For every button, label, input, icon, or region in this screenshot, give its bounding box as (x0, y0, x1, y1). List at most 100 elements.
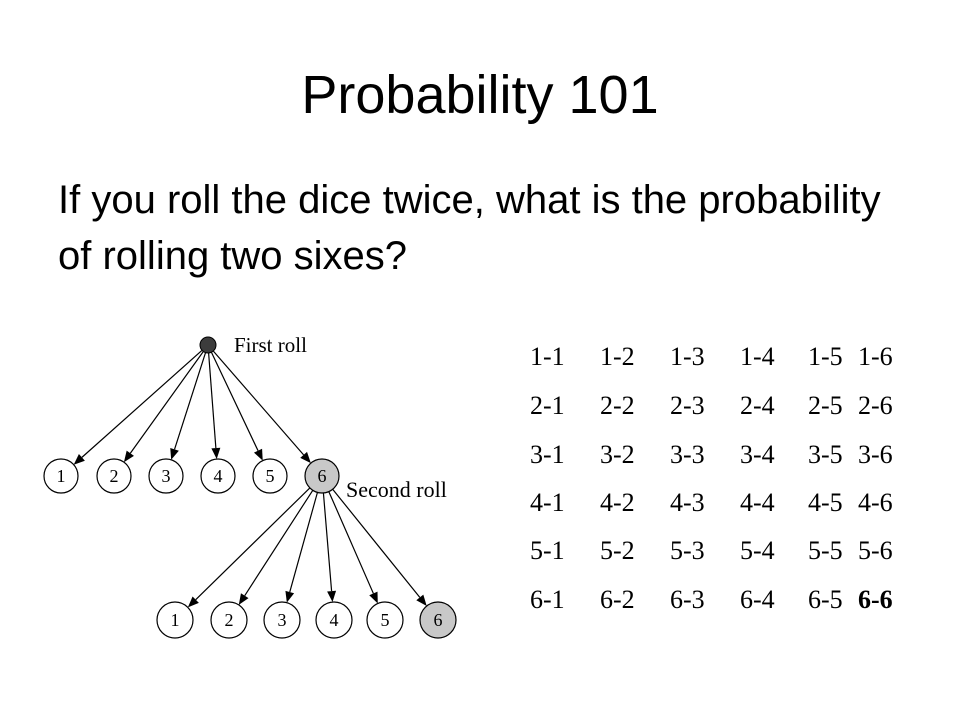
second-roll-node-circle (419, 601, 457, 639)
second-roll-node-label: 2 (225, 610, 234, 630)
first-roll-2-branch (129, 351, 204, 454)
second-roll-node-circle (263, 601, 301, 639)
outcome-cell: 6-1 (530, 585, 565, 614)
outcome-cell: 3-1 (530, 440, 565, 469)
first-roll-4-branch (208, 352, 217, 449)
outcome-cell: 4-3 (670, 488, 705, 517)
outcome-cell: 4-2 (600, 488, 635, 517)
first-roll-6-arrowhead (300, 451, 311, 464)
outcome-cell: 3-6 (858, 440, 893, 469)
first-roll-6-branch (212, 350, 305, 456)
first-roll-node-3: 3 (148, 458, 184, 494)
second-roll-3-branch (289, 492, 319, 593)
outcome-cell: 6-4 (740, 585, 775, 614)
second-roll-node-label: 1 (171, 610, 180, 630)
first-roll-node-label: 2 (110, 466, 119, 486)
outcome-cell: 3-5 (808, 440, 843, 469)
first-roll-1-arrowhead (73, 454, 85, 465)
first-roll-node-label: 5 (266, 466, 275, 486)
first-roll-node-circle (304, 458, 340, 494)
outcome-cell: 1-1 (530, 342, 565, 371)
outcome-cell: 2-2 (600, 391, 635, 420)
outcome-cell: 3-4 (740, 440, 775, 469)
second-roll-3-arrowhead (285, 590, 295, 603)
outcome-cell: 5-5 (808, 536, 843, 565)
second-roll-node-label: 4 (330, 610, 339, 630)
second-roll-1-arrowhead (187, 596, 199, 608)
second-roll-4-branch (322, 492, 333, 592)
first-roll-node-circle (252, 458, 288, 494)
first-roll-node-circle (148, 458, 184, 494)
second-roll-node-circle (366, 601, 404, 639)
outcome-cell: 2-5 (808, 391, 843, 420)
second-roll-node-5: 5 (366, 601, 404, 639)
outcome-cell: 4-6 (858, 488, 893, 517)
first-roll-5-branch (210, 351, 259, 451)
outcome-cell: 6-2 (600, 585, 635, 614)
first-roll-3-branch (173, 352, 207, 450)
second-roll-5-arrowhead (369, 591, 378, 604)
slide-body-text: If you roll the dice twice, what is the … (58, 178, 881, 278)
first-roll-node-1: 1 (43, 458, 79, 494)
first-roll-node-circle (96, 458, 132, 494)
outcome-cell: 6-6 (858, 585, 893, 614)
outcome-cell: 1-6 (858, 342, 893, 371)
second-roll-node-1: 1 (156, 601, 194, 639)
outcome-cell: 5-1 (530, 536, 565, 565)
first-roll-node-label: 6 (318, 466, 327, 486)
outcome-cell: 4-1 (530, 488, 565, 517)
outcome-cell: 1-2 (600, 342, 635, 371)
second-roll-node-label: 3 (278, 610, 287, 630)
slide-title: Probability 101 (301, 65, 659, 125)
outcome-cell: 2-1 (530, 391, 565, 420)
first-roll-2-arrowhead (123, 450, 134, 463)
first-roll-3-arrowhead (170, 447, 179, 460)
outcome-cell: 5-4 (740, 536, 775, 565)
second-roll-4-arrowhead (327, 590, 337, 603)
outcome-cell: 5-6 (858, 536, 893, 565)
first-roll-1-branch (81, 349, 203, 458)
first-roll-node-6: 6 (304, 458, 340, 494)
outcome-cell: 1-4 (740, 342, 775, 371)
first-roll-node-circle (200, 458, 236, 494)
second-roll-node-circle (156, 601, 194, 639)
second-roll-2-arrowhead (238, 593, 249, 605)
outcome-cell: 6-3 (670, 585, 705, 614)
second-roll-node-label: 6 (434, 610, 443, 630)
first-roll-node-circle (43, 458, 79, 494)
second-roll-node-label: 5 (381, 610, 390, 630)
second-roll-node-6: 6 (419, 601, 457, 639)
second-roll-2-branch (244, 489, 314, 596)
first-roll-node-5: 5 (252, 458, 288, 494)
outcome-cell: 2-6 (858, 391, 893, 420)
outcome-cell: 3-3 (670, 440, 705, 469)
outcome-cell: 4-5 (808, 488, 843, 517)
first-roll-node-label: 1 (57, 466, 66, 486)
second-roll-node-3: 3 (263, 601, 301, 639)
second-roll-node-2: 2 (210, 601, 248, 639)
root-node (199, 336, 217, 354)
second-roll-1-branch (195, 487, 311, 601)
second-roll-node-4: 4 (315, 601, 353, 639)
outcome-cell: 1-3 (670, 342, 705, 371)
second-roll-6-branch (332, 488, 421, 598)
first-roll-4-arrowhead (211, 447, 221, 460)
outcome-cell: 6-5 (808, 585, 843, 614)
first-roll-label: First roll (234, 333, 307, 357)
first-roll-node-4: 4 (200, 458, 236, 494)
outcome-cell: 2-3 (670, 391, 705, 420)
outcome-cell: 3-2 (600, 440, 635, 469)
second-roll-node-circle (315, 601, 353, 639)
second-roll-6-arrowhead (416, 594, 427, 606)
first-roll-node-2: 2 (96, 458, 132, 494)
first-roll-5-arrowhead (253, 448, 263, 461)
second-roll-node-circle (210, 601, 248, 639)
first-roll-node-label: 4 (214, 466, 223, 486)
outcome-cell: 5-3 (670, 536, 705, 565)
outcome-cell: 1-5 (808, 342, 843, 371)
outcome-cell: 2-4 (740, 391, 775, 420)
outcome-cell: 5-2 (600, 536, 635, 565)
